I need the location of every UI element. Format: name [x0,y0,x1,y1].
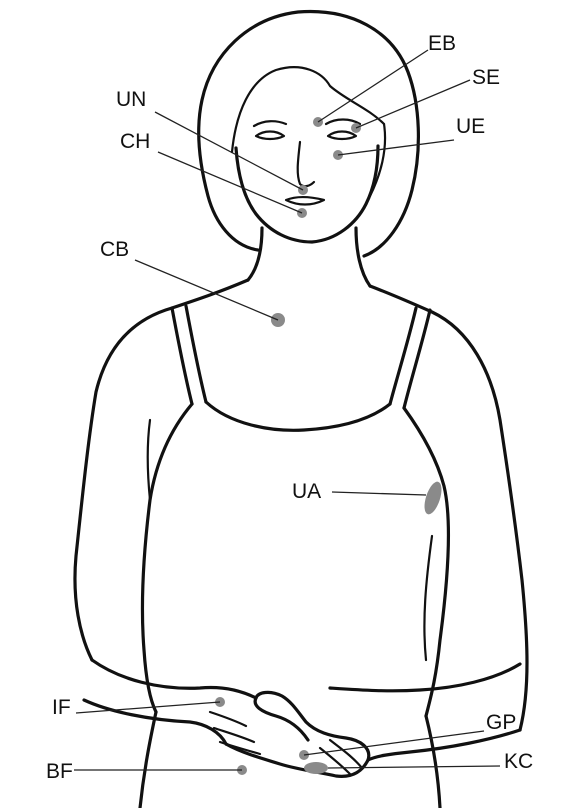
label-eb: EB [428,32,456,55]
right-strap [390,308,416,404]
mouth [286,197,324,205]
left-eye [256,132,284,140]
leader-kc [328,766,500,768]
nose [298,142,314,186]
left-shoulder [75,280,248,660]
right-arm-inner [424,536,432,660]
label-if: IF [52,696,71,719]
lower-left [140,712,156,808]
label-se: SE [472,66,500,89]
right-forearm-bottom [368,730,520,760]
left-forearm-top [92,660,256,698]
label-ch: CH [120,130,150,153]
label-kc: KC [504,750,533,773]
top-right-side [404,408,448,716]
point-karate-chop [304,762,328,774]
top-left-side [142,404,192,712]
point-under-arm [421,480,445,517]
label-gp: GP [486,711,516,734]
label-un: UN [116,88,146,111]
label-ue: UE [456,115,485,138]
leader-ua [332,492,426,495]
hands [226,692,369,776]
right-eye [328,132,356,140]
label-ua: UA [292,480,321,503]
leader-ue [338,140,454,155]
leader-if [76,702,220,713]
leader-ch [158,152,302,213]
left-eyebrow [254,121,286,126]
right-strap-inner [404,310,430,408]
lower-right [426,716,440,808]
labels: EB SE UE UN CH CB UA IF GP BF KC [46,32,533,783]
label-cb: CB [100,238,129,261]
neckline [206,402,390,430]
left-armpit [148,420,150,500]
neck-left [248,228,262,280]
leader-un [155,112,303,190]
right-forearm-top [330,664,520,691]
hair-inner-outline [232,67,384,152]
tapping-points [215,117,445,775]
label-bf: BF [46,760,73,783]
